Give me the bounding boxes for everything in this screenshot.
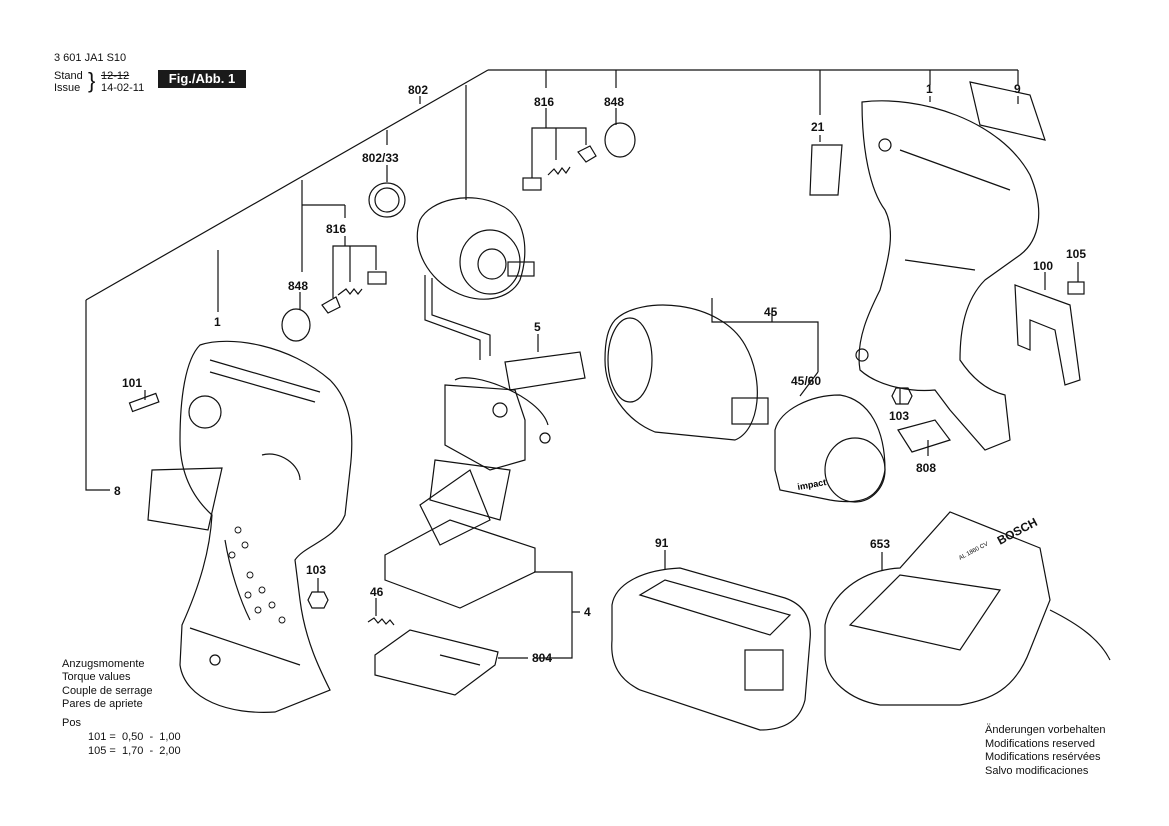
label-45: 45 xyxy=(764,305,778,319)
pos-label: Pos xyxy=(62,717,81,729)
mod-line-de: Änderungen vorbehalten xyxy=(985,724,1106,736)
product-marks: BOSCH AL 1860 CV impact xyxy=(797,477,1040,562)
label-101: 101 xyxy=(122,376,142,390)
stand-label: Stand xyxy=(54,70,83,82)
sticker-808 xyxy=(897,419,951,453)
torque-line-fr: Couple de serrage xyxy=(62,685,153,697)
label-4: 4 xyxy=(584,605,591,619)
label-103-left: 103 xyxy=(306,563,326,577)
torque-row-101: 101 = 0,50 - 1,00 xyxy=(88,731,181,743)
label-816-left: 816 xyxy=(326,222,346,236)
boot-45-60 xyxy=(774,394,886,503)
mod-line-fr: Modifications resérvées xyxy=(985,751,1101,763)
label-816-top: 816 xyxy=(534,95,554,109)
label-105: 105 xyxy=(1066,247,1086,261)
gearbox-45 xyxy=(604,304,769,441)
leader-lines xyxy=(85,69,1079,659)
belt-clip-100 xyxy=(1014,284,1081,386)
label-46: 46 xyxy=(370,585,384,599)
label-100: 100 xyxy=(1033,259,1053,273)
stand-value: 12-12 xyxy=(101,70,130,82)
label-802-33: 802/33 xyxy=(362,151,399,165)
sticker-9 xyxy=(969,81,1046,141)
nut-103-right xyxy=(891,387,913,405)
screw-105 xyxy=(1067,281,1085,295)
torque-row-105: 105 = 1,70 - 2,00 xyxy=(88,745,181,757)
mod-line-en: Modifications reserved xyxy=(985,738,1096,750)
contact-plate-804 xyxy=(374,629,499,696)
screw-101 xyxy=(128,392,160,413)
label-653: 653 xyxy=(870,537,890,551)
label-103-right: 103 xyxy=(889,409,909,423)
brace: } xyxy=(88,68,96,93)
label-804: 804 xyxy=(532,651,552,665)
label-802: 802 xyxy=(408,83,428,97)
label-5: 5 xyxy=(534,320,541,334)
nut-103-left xyxy=(307,591,329,609)
spring-46 xyxy=(367,617,395,626)
brush-set-816-left xyxy=(321,271,387,314)
label-1-right: 1 xyxy=(926,82,933,96)
part-labels: 802 816 848 802/33 816 848 1 101 8 103 4… xyxy=(114,82,1086,665)
charger-653 xyxy=(824,511,1111,706)
insulator-5 xyxy=(504,351,586,391)
label-848-top: 848 xyxy=(604,95,624,109)
housing-right-half xyxy=(855,100,1040,451)
charger-model: AL 1860 CV xyxy=(958,541,989,561)
switch xyxy=(429,377,551,521)
torque-line-en: Torque values xyxy=(62,671,131,683)
mod-line-es: Salvo modificaciones xyxy=(985,765,1089,777)
label-9: 9 xyxy=(1014,82,1021,96)
o-ring-802-33 xyxy=(368,182,406,218)
label-848-left: 848 xyxy=(288,279,308,293)
label-1-left: 1 xyxy=(214,315,221,329)
issue-label: Issue xyxy=(54,82,81,94)
brush-set-816-top xyxy=(522,145,597,191)
electronics-base-4 xyxy=(384,469,536,609)
torque-line-de: Anzugsmomente xyxy=(62,658,145,670)
label-45-60: 45/60 xyxy=(791,374,821,388)
label-91: 91 xyxy=(655,536,669,550)
sticker-8 xyxy=(147,467,223,531)
figure-label: Fig./Abb. 1 xyxy=(158,70,246,88)
boot-text: impact xyxy=(797,477,827,492)
sticker-21 xyxy=(809,144,843,196)
label-21: 21 xyxy=(811,120,825,134)
charger-brand: BOSCH xyxy=(995,515,1040,548)
battery-91 xyxy=(611,567,811,731)
housing-left-half xyxy=(179,340,353,713)
motor-802 xyxy=(416,197,535,360)
brush-cap-848-top xyxy=(604,122,636,158)
issue-value: 14-02-11 xyxy=(101,82,145,94)
torque-line-es: Pares de apriete xyxy=(62,698,143,710)
label-808: 808 xyxy=(916,461,936,475)
brush-cap-848-left xyxy=(281,308,311,342)
part-number: 3 601 JA1 S10 xyxy=(54,52,127,64)
label-8: 8 xyxy=(114,484,121,498)
